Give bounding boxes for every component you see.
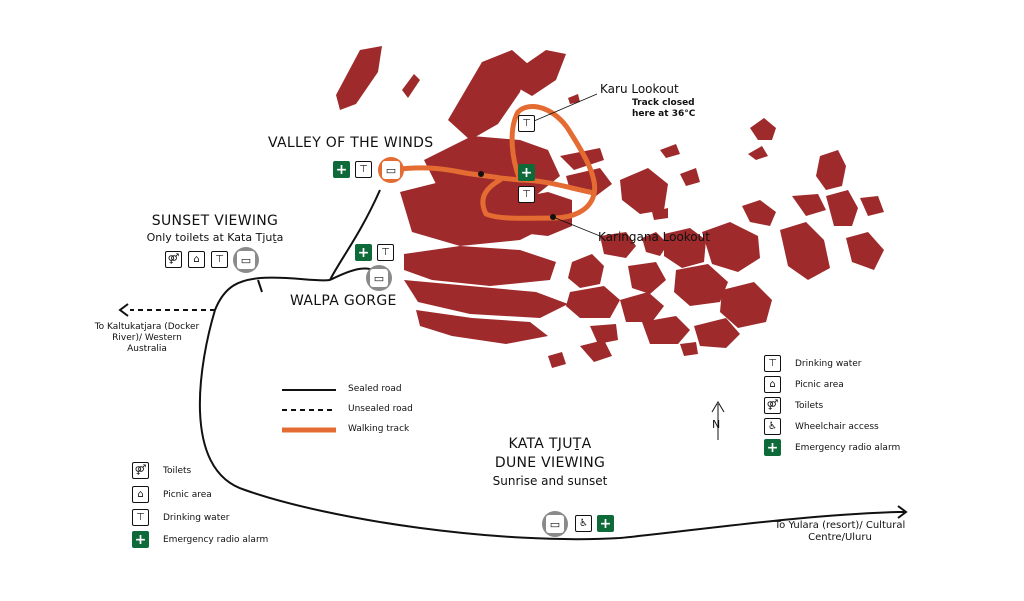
karu-lookout-label: Karu Lookout [600, 82, 679, 96]
drinking-water-icon: ⊤ [355, 161, 372, 178]
legend-label: Picnic area [163, 489, 212, 500]
track-closed-note: Track closed here at 36°C [632, 98, 696, 119]
legend-left-item: + Emergency radio alarm [132, 531, 268, 548]
legend-label: Toilets [163, 465, 192, 476]
legend-label: Emergency radio alarm [795, 442, 901, 453]
legend-left-item: ⚤ Toilets [132, 462, 191, 479]
karingana-lookout-label: Karingana Lookout [598, 230, 710, 244]
emergency-radio-icon: + [764, 439, 781, 456]
emergency-radio-icon: + [518, 164, 535, 181]
emergency-radio-icon: + [132, 531, 149, 548]
unsealed-road [118, 303, 215, 317]
east-destination-label: To Yulara (resort)/ Cultural Centre/Ulur… [774, 520, 906, 543]
karu-leader [526, 93, 598, 125]
legend-right-item: ⚤ Toilets [764, 397, 823, 414]
drinking-water-icon: ⊤ [518, 186, 535, 203]
emergency-radio-icon: + [333, 161, 350, 178]
legend-walking-track: Walking track [348, 424, 410, 434]
drinking-water-icon: ⊤ [518, 115, 535, 132]
sunset-viewing-label: SUNSET VIEWING [151, 213, 279, 229]
legend-left-item: ⌂ Picnic area [132, 486, 212, 503]
toilets-icon: ⚤ [165, 251, 182, 268]
car-park-icon: ▭ [378, 157, 404, 183]
walpa-gorge-label: WALPA GORGE [290, 293, 397, 309]
emergency-radio-icon: + [597, 515, 614, 532]
legend-label: Picnic area [795, 379, 844, 390]
toilets-icon: ⚤ [764, 397, 781, 414]
north-label: N [712, 418, 721, 431]
picnic-area-icon: ⌂ [764, 376, 781, 393]
dune-viewing-label-line2: DUNE VIEWING [494, 455, 606, 471]
legend-unsealed-road: Unsealed road [348, 404, 413, 414]
dune-viewing-label-line1: KATA TJUṮA [508, 436, 592, 452]
legend-sealed-road: Sealed road [348, 384, 402, 394]
valley-of-the-winds-label: VALLEY OF THE WINDS [268, 135, 434, 151]
junction-dot [478, 171, 484, 177]
dune-viewing-note: Sunrise and sunset [492, 474, 608, 488]
east-arrowhead [897, 505, 908, 519]
toilets-icon: ⚤ [132, 462, 149, 479]
legend-right-item: + Emergency radio alarm [764, 439, 900, 456]
karingana-leader [552, 216, 601, 237]
rock-formations [336, 46, 884, 368]
north-arrow-icon [711, 401, 725, 440]
drinking-water-icon: ⊤ [211, 251, 228, 268]
drinking-water-icon: ⊤ [764, 355, 781, 372]
legend-label: Toilets [795, 400, 824, 411]
drinking-water-icon: ⊤ [377, 244, 394, 261]
wheelchair-icon: ♿ [764, 418, 781, 435]
car-park-icon: ▭ [233, 247, 259, 273]
west-destination-label: To Kaltukatjara (Docker River)/ Western … [94, 322, 200, 354]
legend-label: Wheelchair access [795, 421, 879, 432]
legend-label: Drinking water [163, 512, 230, 523]
picnic-area-icon: ⌂ [132, 486, 149, 503]
legend-right-item: ♿ Wheelchair access [764, 418, 879, 435]
sunset-viewing-note: Only toilets at Kata Tjuṯa [146, 231, 284, 244]
line-legend-graphics [282, 389, 336, 433]
wheelchair-icon: ♿ [575, 515, 592, 532]
legend-label: Emergency radio alarm [163, 534, 269, 545]
picnic-area-icon: ⌂ [188, 251, 205, 268]
legend-right-item: ⊤ Drinking water [764, 355, 861, 372]
car-park-icon: ▭ [542, 511, 568, 537]
legend-left-item: ⊤ Drinking water [132, 509, 229, 526]
drinking-water-icon: ⊤ [132, 509, 149, 526]
legend-label: Drinking water [795, 358, 862, 369]
legend-right-item: ⌂ Picnic area [764, 376, 844, 393]
car-park-icon: ▭ [366, 265, 392, 291]
emergency-radio-icon: + [355, 244, 372, 261]
